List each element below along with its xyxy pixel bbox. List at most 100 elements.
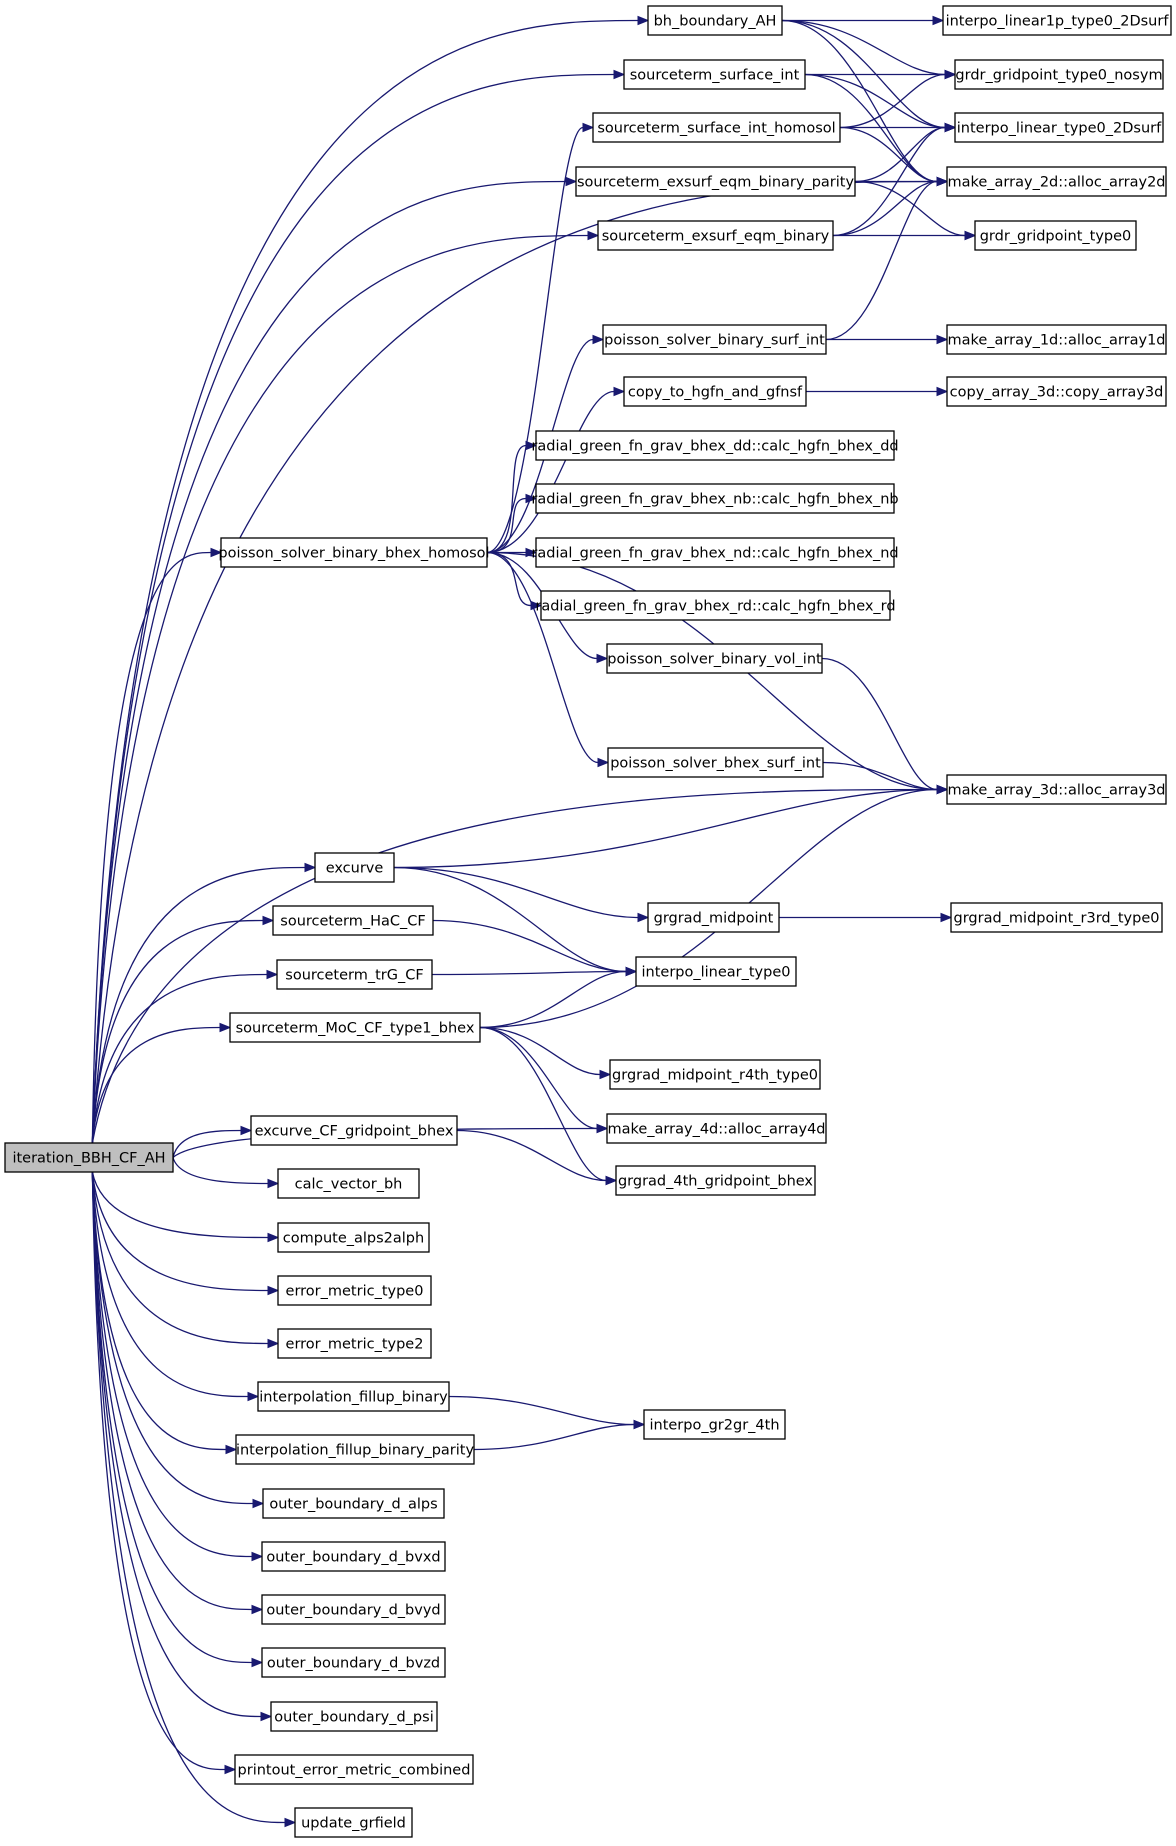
node-outer-boundary-d-alps[interactable]: outer_boundary_d_alps <box>262 1488 445 1519</box>
node-grgrad-midpoint-r3rd-type0[interactable]: grgrad_midpoint_r3rd_type0 <box>950 902 1163 933</box>
node-label: compute_alps2alph <box>283 1231 424 1247</box>
node-excurve-cf-gridpoint-bhex[interactable]: excurve_CF_gridpoint_bhex <box>250 1115 458 1146</box>
call-edge-poisson-solver-binary-bhex-homosol-to-rgf-dd <box>486 444 527 554</box>
node-poisson-solver-binary-bhex-homosol[interactable]: poisson_solver_binary_bhex_homosol <box>218 537 490 568</box>
call-edge-sourceterm-surface-int-homosol-to-grdr-gridpoint-type0-nosym <box>839 73 946 129</box>
node-sourceterm-exsurf-eqm-binary-parity[interactable]: sourceterm_exsurf_eqm_binary_parity <box>575 166 856 197</box>
node-label: error_metric_type2 <box>286 1337 424 1353</box>
node-outer-boundary-d-bvyd[interactable]: outer_boundary_d_bvyd <box>261 1594 446 1625</box>
node-box <box>609 1059 821 1090</box>
node-bh-boundary-ah[interactable]: bh_boundary_AH <box>647 5 783 36</box>
node-outer-boundary-d-psi[interactable]: outer_boundary_d_psi <box>270 1701 438 1732</box>
node-box <box>535 483 895 514</box>
call-edge-root-to-excurve-cf-gridpoint-bhex <box>172 1129 242 1158</box>
node-grgrad-midpoint[interactable]: grgrad_midpoint <box>647 902 780 933</box>
call-edge-poisson-solver-binary-bhex-homosol-to-copy-to-hgfn-and-gfnsf <box>486 390 615 554</box>
node-box <box>229 1012 481 1043</box>
node-poisson-solver-bhex-surf-int[interactable]: poisson_solver_bhex_surf_int <box>607 747 824 778</box>
call-edges <box>91 15 977 1828</box>
node-copy-to-hgfn-and-gfnsf[interactable]: copy_to_hgfn_and_gfnsf <box>623 376 807 407</box>
node-interpo-linear-type0[interactable]: interpo_linear_type0 <box>635 956 797 987</box>
node-label: sourceterm_exsurf_eqm_binary_parity <box>577 175 855 191</box>
node-sourceterm-exsurf-eqm-binary[interactable]: sourceterm_exsurf_eqm_binary <box>597 220 834 251</box>
node-poisson-solver-binary-vol-int[interactable]: poisson_solver_binary_vol_int <box>606 643 823 674</box>
node-printout-error-metric-combined[interactable]: printout_error_metric_combined <box>234 1754 474 1785</box>
arrowhead-icon <box>251 1657 264 1668</box>
arrowhead-icon <box>932 15 945 26</box>
node-interpo-gr2gr-4th[interactable]: interpo_gr2gr_4th <box>643 1409 786 1440</box>
node-sourceterm-moc-cf-type1-bhex[interactable]: sourceterm_MoC_CF_type1_bhex <box>229 1012 481 1043</box>
call-edge-root-to-outer-boundary-d-psi <box>91 1171 262 1718</box>
node-make-array-4d-alloc-array4d[interactable]: make_array_4d::alloc_array4d <box>606 1113 827 1144</box>
node-box <box>942 5 1172 36</box>
call-edge-poisson-solver-binary-vol-int-to-alloc-array3d <box>821 657 938 791</box>
node-sourceterm-trg-cf[interactable]: sourceterm_trG_CF <box>276 959 433 990</box>
node-interpolation-fillup-binary-parity[interactable]: interpolation_fillup_binary_parity <box>235 1434 475 1465</box>
node-calc-vector-bh[interactable]: calc_vector_bh <box>277 1168 420 1199</box>
node-radial-green-fn-grav-bhex-rd-calc-hgfn-bhex-rd[interactable]: radial_green_fn_grav_bhex_rd::calc_hgfn_… <box>535 590 896 621</box>
arrowhead-icon <box>267 1232 280 1243</box>
node-interpo-linear1p-type0-2dsurf[interactable]: interpo_linear1p_type0_2Dsurf <box>942 5 1172 36</box>
call-edge-root-to-interpolation-fillup-binary-parity <box>91 1171 227 1451</box>
node-box <box>946 774 1167 805</box>
node-box <box>4 1142 174 1173</box>
node-radial-green-fn-grav-bhex-dd-calc-hgfn-bhex-dd[interactable]: radial_green_fn_grav_bhex_dd::calc_hgfn_… <box>531 430 899 461</box>
node-box <box>635 956 797 987</box>
arrowhead-icon <box>582 122 595 133</box>
node-grdr-gridpoint-type0-nosym[interactable]: grdr_gridpoint_type0_nosym <box>954 59 1164 90</box>
node-label: interpo_linear1p_type0_2Dsurf <box>946 14 1170 30</box>
arrowhead-icon <box>240 1125 253 1136</box>
arrowhead-icon <box>613 386 626 397</box>
node-excurve[interactable]: excurve <box>314 852 395 883</box>
node-error-metric-type0[interactable]: error_metric_type0 <box>277 1275 432 1306</box>
node-label: sourceterm_surface_int_homosol <box>597 121 835 137</box>
node-poisson-solver-binary-surf-int[interactable]: poisson_solver_binary_surf_int <box>602 324 827 355</box>
node-box <box>606 643 823 674</box>
arrowhead-icon <box>633 1419 646 1430</box>
node-sourceterm-surface-int[interactable]: sourceterm_surface_int <box>623 59 806 90</box>
call-edge-sourceterm-moc-cf-type1-bhex-to-interpo-linear-type0 <box>479 970 627 1029</box>
node-outer-boundary-d-bvzd[interactable]: outer_boundary_d_bvzd <box>261 1647 446 1678</box>
node-label: grdr_gridpoint_type0 <box>980 229 1132 245</box>
node-box <box>602 324 827 355</box>
node-make-array-3d-alloc-array3d[interactable]: make_array_3d::alloc_array3d <box>946 774 1167 805</box>
call-edge-sourceterm-surface-int-homosol-to-alloc-array2d <box>839 126 938 183</box>
node-label: sourceterm_HaC_CF <box>280 914 425 930</box>
node-iteration-bbh-cf-ah[interactable]: iteration_BBH_CF_AH <box>4 1142 174 1173</box>
node-box <box>607 747 824 778</box>
node-label: make_array_3d::alloc_array3d <box>947 783 1165 799</box>
node-label: radial_green_fn_grav_bhex_nd::calc_hgfn_… <box>531 546 898 562</box>
call-edge-sourceterm-moc-cf-type1-bhex-to-alloc-array4d <box>479 1026 598 1130</box>
arrowhead-icon <box>251 1551 264 1562</box>
node-sourceterm-hac-cf[interactable]: sourceterm_HaC_CF <box>272 905 434 936</box>
node-compute-alps2alph[interactable]: compute_alps2alph <box>277 1222 430 1253</box>
node-radial-green-fn-grav-bhex-nd-calc-hgfn-bhex-nd[interactable]: radial_green_fn_grav_bhex_nd::calc_hgfn_… <box>531 537 899 568</box>
call-edge-sourceterm-surface-int-to-interpo-linear-type0-2dsurf <box>804 73 946 129</box>
node-grgrad-4th-gridpoint-bhex[interactable]: grgrad_4th_gridpoint_bhex <box>615 1165 816 1196</box>
node-label: copy_array_3d::copy_array3d <box>950 385 1164 401</box>
node-box <box>592 112 841 143</box>
node-make-array-1d-alloc-array1d[interactable]: make_array_1d::alloc_array1d <box>946 324 1167 355</box>
arrowhead-icon <box>596 653 609 664</box>
node-grdr-gridpoint-type0[interactable]: grdr_gridpoint_type0 <box>974 220 1137 251</box>
node-sourceterm-surface-int-homosol[interactable]: sourceterm_surface_int_homosol <box>592 112 841 143</box>
node-radial-green-fn-grav-bhex-nb-calc-hgfn-bhex-nb[interactable]: radial_green_fn_grav_bhex_nb::calc_hgfn_… <box>531 483 899 514</box>
node-box <box>946 376 1167 407</box>
node-label: make_array_1d::alloc_array1d <box>947 333 1165 349</box>
node-grgrad-midpoint-r4th-type0[interactable]: grgrad_midpoint_r4th_type0 <box>609 1059 821 1090</box>
node-update-grfield[interactable]: update_grfield <box>294 1807 413 1838</box>
call-edge-poisson-solver-binary-bhex-homosol-to-rgf-nb <box>486 497 527 554</box>
node-box <box>606 1113 827 1144</box>
node-interpolation-fillup-binary[interactable]: interpolation_fillup_binary <box>257 1381 450 1412</box>
node-copy-array-3d-copy-array3d[interactable]: copy_array_3d::copy_array3d <box>946 376 1167 407</box>
node-label: interpolation_fillup_binary <box>259 1390 448 1406</box>
arrowhead-icon <box>247 1391 260 1402</box>
node-label: poisson_solver_binary_surf_int <box>604 333 825 349</box>
node-error-metric-type2[interactable]: error_metric_type2 <box>277 1328 432 1359</box>
node-interpo-linear-type0-2dsurf[interactable]: interpo_linear_type0_2Dsurf <box>954 112 1164 143</box>
node-make-array-2d-alloc-array2d[interactable]: make_array_2d::alloc_array2d <box>946 166 1167 197</box>
node-outer-boundary-d-bvxd[interactable]: outer_boundary_d_bvxd <box>261 1541 446 1572</box>
node-box <box>647 5 783 36</box>
arrowhead-icon <box>525 440 538 451</box>
node-label: grgrad_midpoint <box>654 911 774 927</box>
